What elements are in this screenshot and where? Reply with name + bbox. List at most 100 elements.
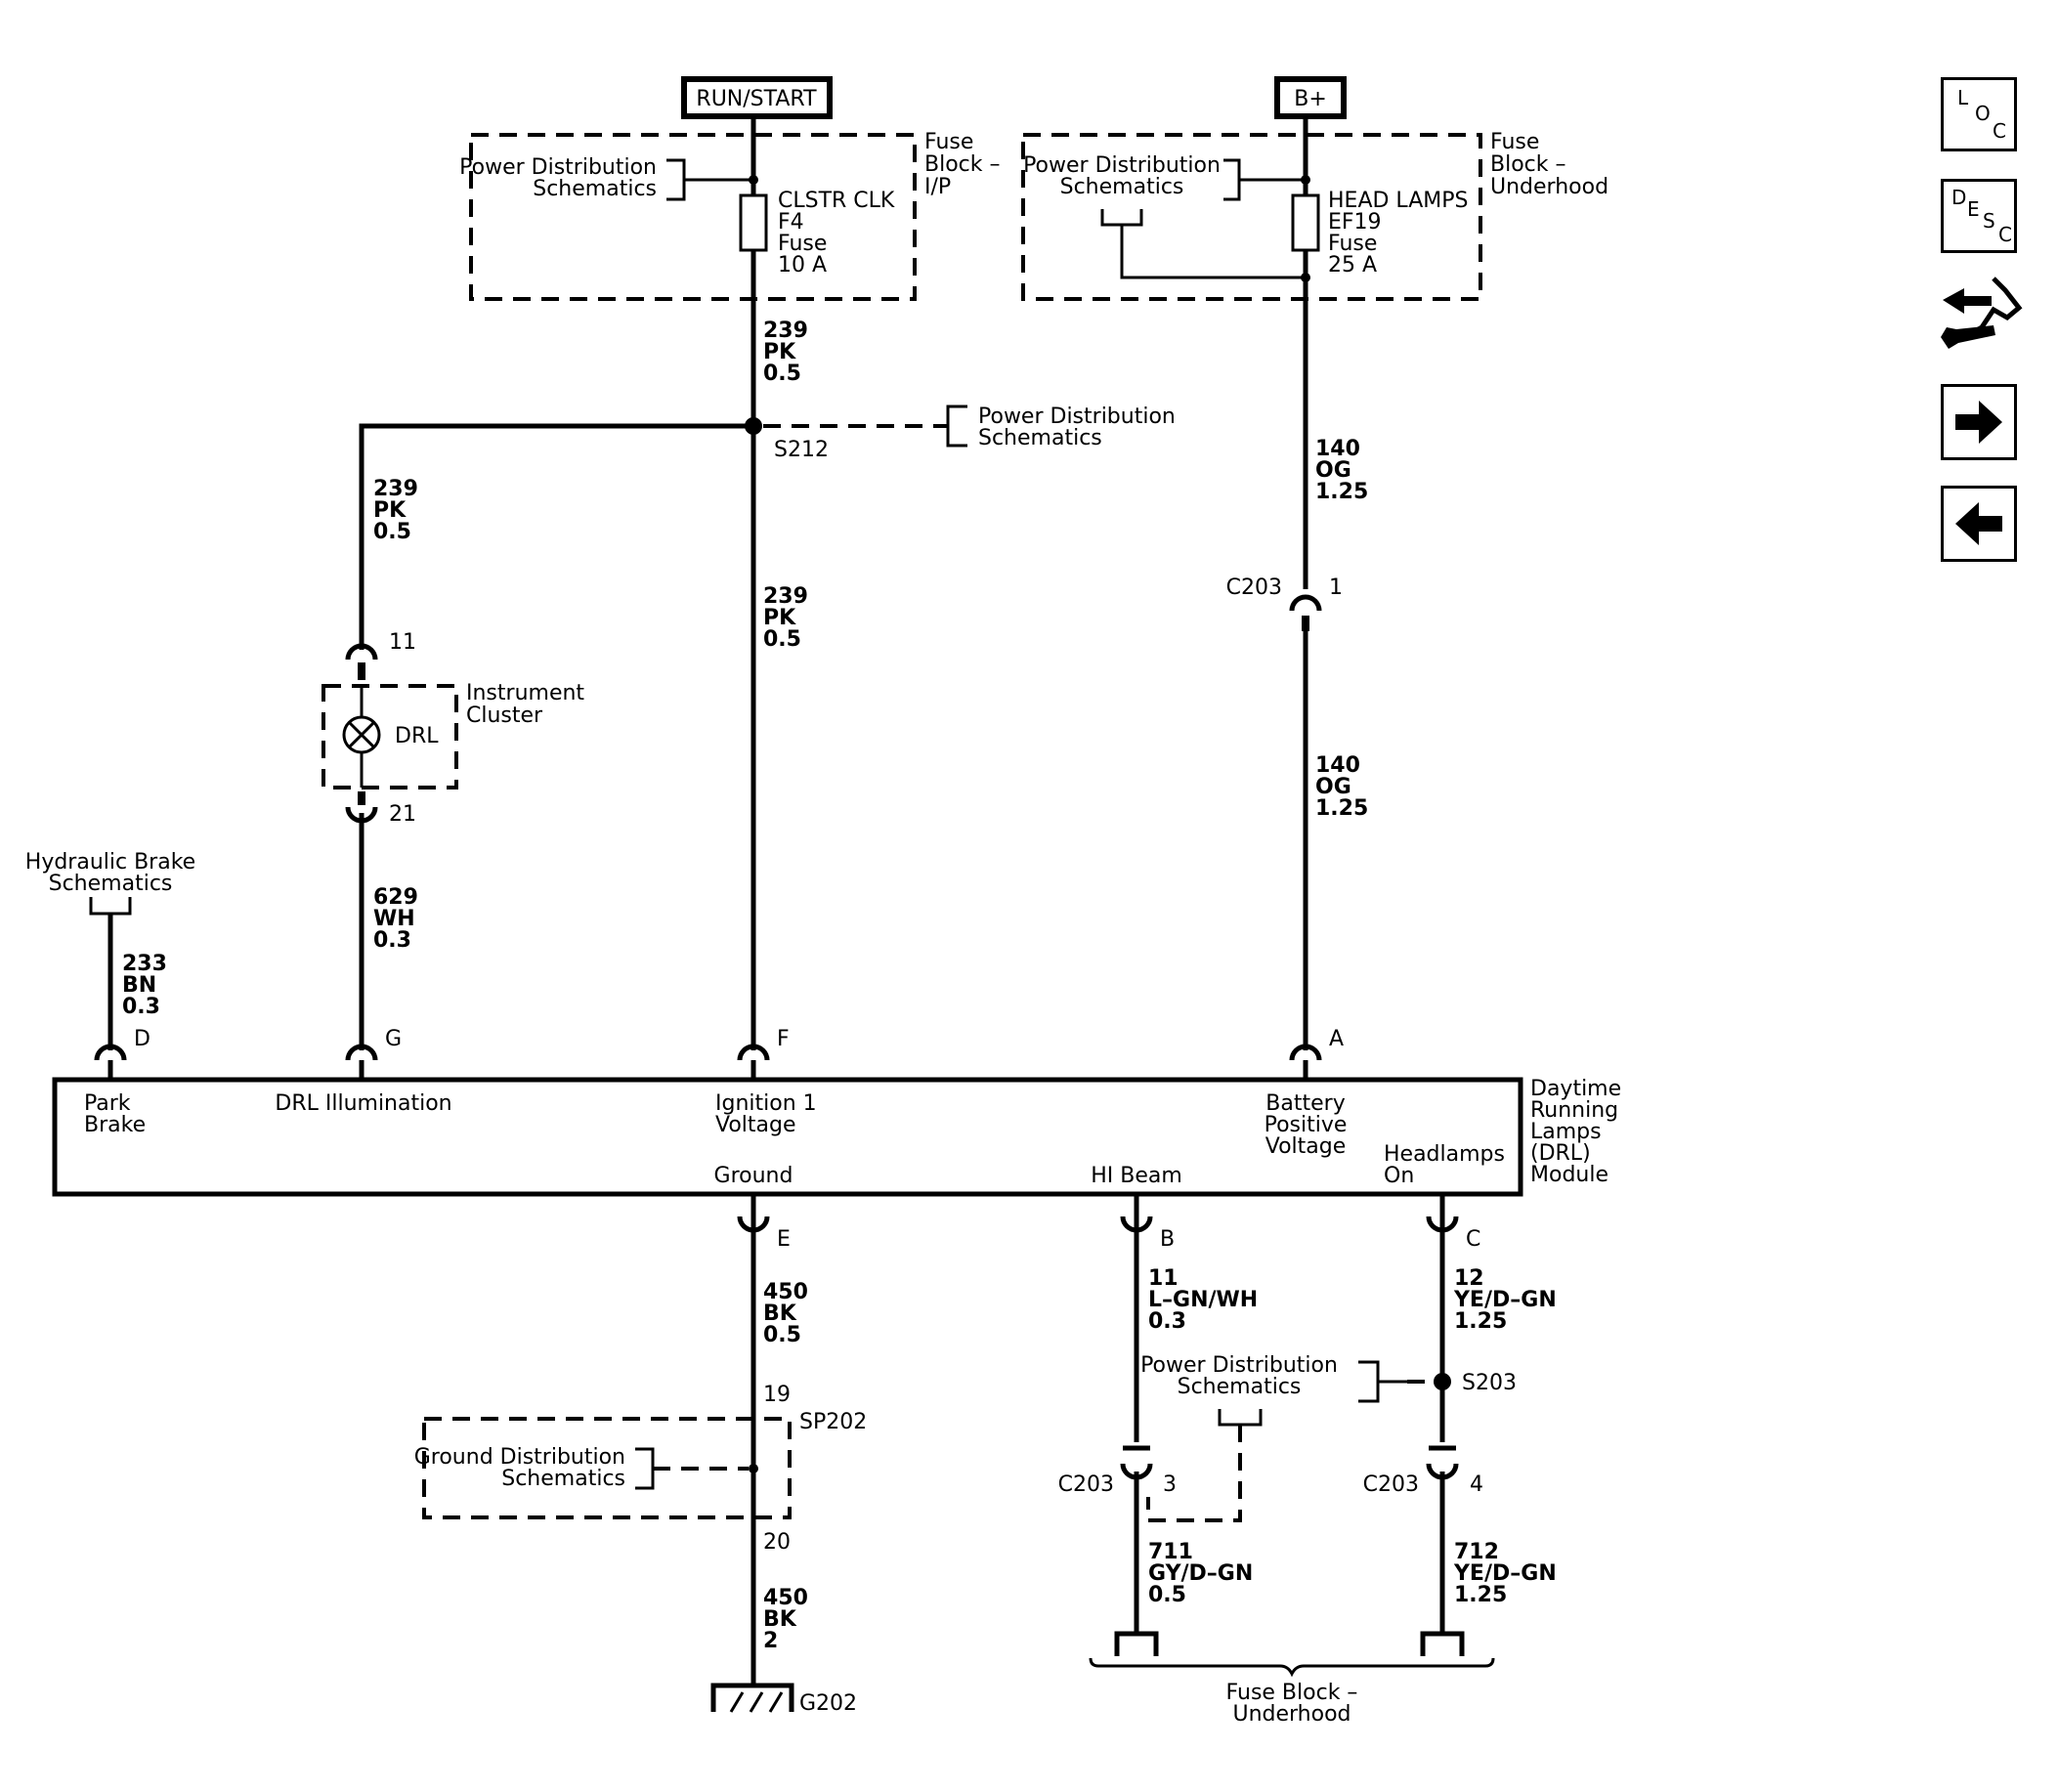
w233-color: BN xyxy=(122,973,156,998)
g202-label: G202 xyxy=(799,1691,857,1716)
fuse-block-underhood-bottom: Fuse Block – Underhood xyxy=(1089,1657,1495,1727)
pds-ip-line2[interactable]: Schematics xyxy=(533,177,657,201)
pin-e: E xyxy=(777,1227,791,1252)
pds-s212-line1[interactable]: Power Distribution xyxy=(978,405,1176,429)
headlamps-branch: 12 YE/D–GN 1.25 S203 C203 4 712 YE/D–GN … xyxy=(1363,1266,1557,1656)
fuse-f4-type: Fuse xyxy=(778,232,827,256)
run-start-source: RUN/START xyxy=(681,76,833,119)
arrow-right-icon xyxy=(1955,401,2002,444)
headlamps-on-1: Headlamps xyxy=(1384,1142,1505,1167)
pds-s212-line2[interactable]: Schematics xyxy=(978,426,1102,450)
batt-voltage-3: Voltage xyxy=(1265,1134,1347,1159)
w11-circuit: 11 xyxy=(1148,1266,1179,1291)
w140-bot-size: 1.25 xyxy=(1315,796,1368,821)
pin-a: A xyxy=(1329,1027,1344,1051)
loc-letter-l: L xyxy=(1957,86,1969,109)
ground-symbol-icon xyxy=(710,1683,794,1713)
w140-top-size: 1.25 xyxy=(1315,480,1368,504)
pin-b: B xyxy=(1160,1227,1175,1252)
ign-voltage-1: Ignition 1 xyxy=(715,1091,817,1116)
desc-letter-s: S xyxy=(1983,209,1995,233)
cluster-pin-11: 11 xyxy=(389,630,416,655)
sp202-box xyxy=(422,1417,792,1519)
module-name-4: (DRL) xyxy=(1530,1141,1591,1166)
loc-button[interactable]: L O C xyxy=(1941,77,2017,151)
s203-label: S203 xyxy=(1462,1371,1517,1395)
w11-color: L–GN/WH xyxy=(1148,1288,1258,1312)
cluster-name-2: Cluster xyxy=(466,704,543,728)
w239-mid-size: 0.5 xyxy=(763,627,801,652)
hibeam-label: HI Beam xyxy=(1091,1164,1182,1188)
fuse-ef19-type: Fuse xyxy=(1328,232,1377,256)
sp202-pin-19: 19 xyxy=(763,1383,791,1407)
desc-letter-c: C xyxy=(1998,223,2012,246)
module-name-2: Running xyxy=(1530,1098,1618,1123)
pds-uh-line1[interactable]: Power Distribution xyxy=(1023,153,1221,178)
w239-mid-color: PK xyxy=(763,606,796,630)
splice-s203 xyxy=(1434,1373,1451,1390)
ground-label: Ground xyxy=(714,1164,793,1188)
fuse-block-ip-label-1: Fuse xyxy=(924,130,973,154)
hydraulic-line2[interactable]: Schematics xyxy=(49,872,173,896)
batt-voltage-2: Positive xyxy=(1265,1113,1348,1137)
module-name-3: Lamps xyxy=(1530,1120,1602,1144)
tools-icon xyxy=(1941,277,2023,349)
fuse-f4 xyxy=(739,193,768,252)
drl-lamp-label: DRL xyxy=(395,724,439,748)
pds-ip-line1[interactable]: Power Distribution xyxy=(459,155,657,180)
w140-bot-color: OG xyxy=(1315,775,1351,799)
headlamps-on-2: On xyxy=(1384,1164,1414,1188)
cluster-name-1: Instrument xyxy=(466,681,584,705)
sp202-label: SP202 xyxy=(799,1410,867,1434)
w629-color: WH xyxy=(373,907,415,931)
connector-c203-1: C203 1 xyxy=(1226,576,1343,631)
w12-size: 1.25 xyxy=(1454,1309,1507,1334)
w450-bot-circuit: 450 xyxy=(763,1586,808,1610)
ground-branch: 450 BK 0.5 19 SP202 Ground Distribution … xyxy=(414,1280,868,1716)
pds-s203-line2[interactable]: Schematics xyxy=(1178,1375,1302,1399)
fuse-f4-name: CLSTR CLK xyxy=(778,189,895,213)
loc-letter-o: O xyxy=(1975,102,1991,125)
w450-bot-color: BK xyxy=(763,1607,797,1632)
w450-top-circuit: 450 xyxy=(763,1280,808,1304)
hydraulic-brake-ref: Hydraulic Brake Schematics 233 BN 0.3 xyxy=(25,850,195,1019)
w12-circuit: 12 xyxy=(1454,1266,1484,1291)
w233-size: 0.3 xyxy=(122,995,160,1019)
w629-circuit: 629 xyxy=(373,885,418,910)
fuse-block-ip-label-3: I/P xyxy=(924,175,951,199)
s212-label: S212 xyxy=(774,438,829,462)
c203-4-name: C203 xyxy=(1363,1472,1419,1497)
fuse-f4-id: F4 xyxy=(778,210,804,235)
gds-line1[interactable]: Ground Distribution xyxy=(414,1445,625,1470)
w712-size: 1.25 xyxy=(1454,1583,1507,1607)
w450-top-color: BK xyxy=(763,1301,797,1326)
pds-s203-line1[interactable]: Power Distribution xyxy=(1140,1353,1338,1378)
tools-button[interactable] xyxy=(1935,269,2023,362)
fuse-block-ip: Fuse Block – I/P Power Distribution Sche… xyxy=(459,130,1001,301)
sp202-pin-20: 20 xyxy=(763,1530,791,1555)
w450-top-size: 0.5 xyxy=(763,1323,801,1347)
hydraulic-line1[interactable]: Hydraulic Brake xyxy=(25,850,195,875)
w711-color: GY/D–GN xyxy=(1148,1561,1253,1586)
fuse-ef19 xyxy=(1291,193,1320,252)
park-brake-2: Brake xyxy=(84,1113,146,1137)
desc-letter-e: E xyxy=(1967,197,1980,221)
batt-voltage-1: Battery xyxy=(1265,1091,1345,1116)
park-brake-1: Park xyxy=(84,1091,131,1116)
back-button[interactable] xyxy=(1941,486,2017,562)
splice-s212: S212 Power Distribution Schematics xyxy=(745,405,1176,462)
desc-button[interactable]: D E S C xyxy=(1941,179,2017,253)
c203-4-pin: 4 xyxy=(1470,1472,1483,1497)
w140-top-color: OG xyxy=(1315,458,1351,483)
c203-3-name: C203 xyxy=(1058,1472,1114,1497)
bplus-label: B+ xyxy=(1294,87,1327,111)
w239-top-circuit: 239 xyxy=(763,319,808,343)
bplus-source: B+ xyxy=(1274,76,1347,119)
next-button[interactable] xyxy=(1941,384,2017,460)
pds-uh-line2[interactable]: Schematics xyxy=(1060,175,1184,199)
fuse-ef19-name: HEAD LAMPS xyxy=(1328,189,1468,213)
gds-line2[interactable]: Schematics xyxy=(501,1467,625,1491)
w450-bot-size: 2 xyxy=(763,1629,778,1653)
instrument-cluster: 11 DRL Instrument Cluster 21 xyxy=(322,630,584,827)
